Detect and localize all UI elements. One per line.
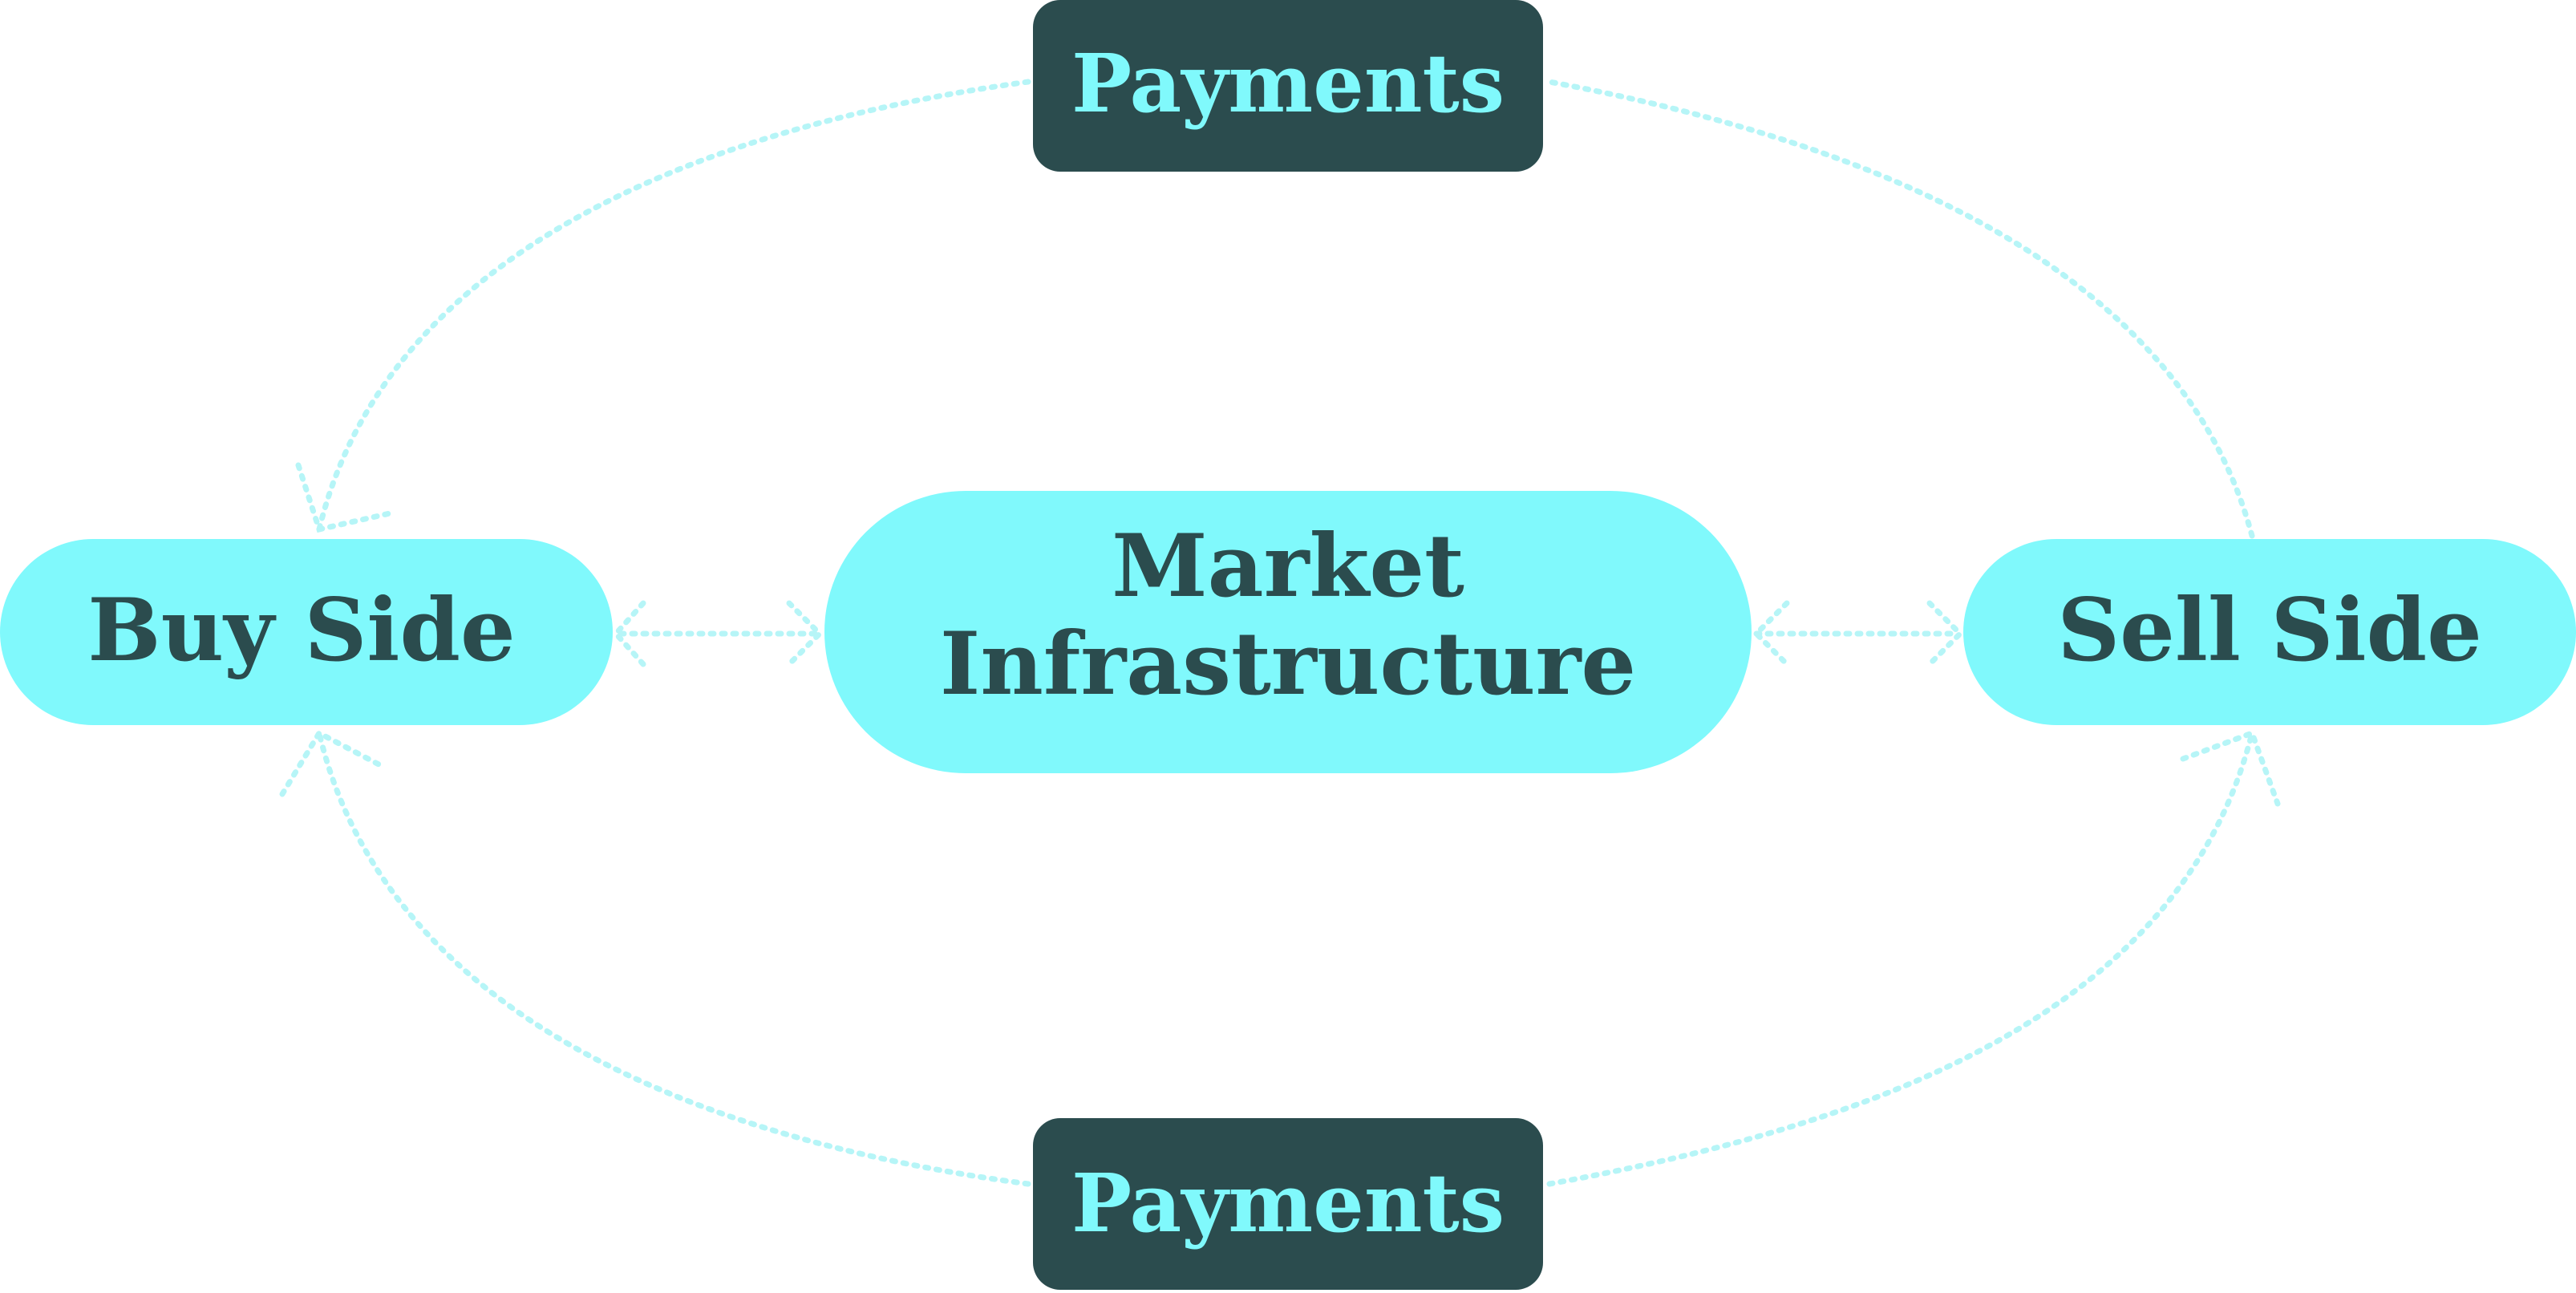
arrowhead-buy-side-bottom <box>279 729 387 797</box>
arrowhead-sell-side-right <box>1926 600 1964 667</box>
payments-bottom-node: Payments <box>1033 1118 1543 1290</box>
loop-arrowheads <box>279 462 2281 807</box>
arrowhead-buy-side-top <box>295 462 393 533</box>
arrowhead-market-right-out <box>1752 600 1790 667</box>
payments-top-label: Payments <box>1071 36 1505 131</box>
payments-bottom-label: Payments <box>1071 1156 1505 1250</box>
connector-bottom-payments-to-sell-side <box>1546 730 2255 1187</box>
sell-side-node: Sell Side <box>1963 539 2576 725</box>
market-infrastructure-node: Market Infrastructure <box>824 491 1752 773</box>
horizontal-connectors <box>612 600 1964 667</box>
payments-top-node: Payments <box>1033 0 1543 172</box>
market-infrastructure-label-line2: Infrastructure <box>940 614 1636 715</box>
arrowhead-market-left-in <box>786 600 824 667</box>
buy-side-label: Buy Side <box>87 580 515 681</box>
connector-top-payments-to-buy-side <box>316 79 1031 533</box>
buy-side-node: Buy Side <box>0 539 613 725</box>
connector-bottom-payments-to-buy-side <box>316 730 1031 1187</box>
connector-sell-side-to-top-payments <box>1546 79 2255 539</box>
arrowhead-buy-side-left <box>612 600 646 667</box>
outer-loop-connectors <box>316 79 2255 1187</box>
sell-side-label: Sell Side <box>2057 580 2482 681</box>
market-infrastructure-label-line1: Market <box>1112 516 1464 617</box>
arrowhead-sell-side-bottom <box>2180 729 2281 807</box>
